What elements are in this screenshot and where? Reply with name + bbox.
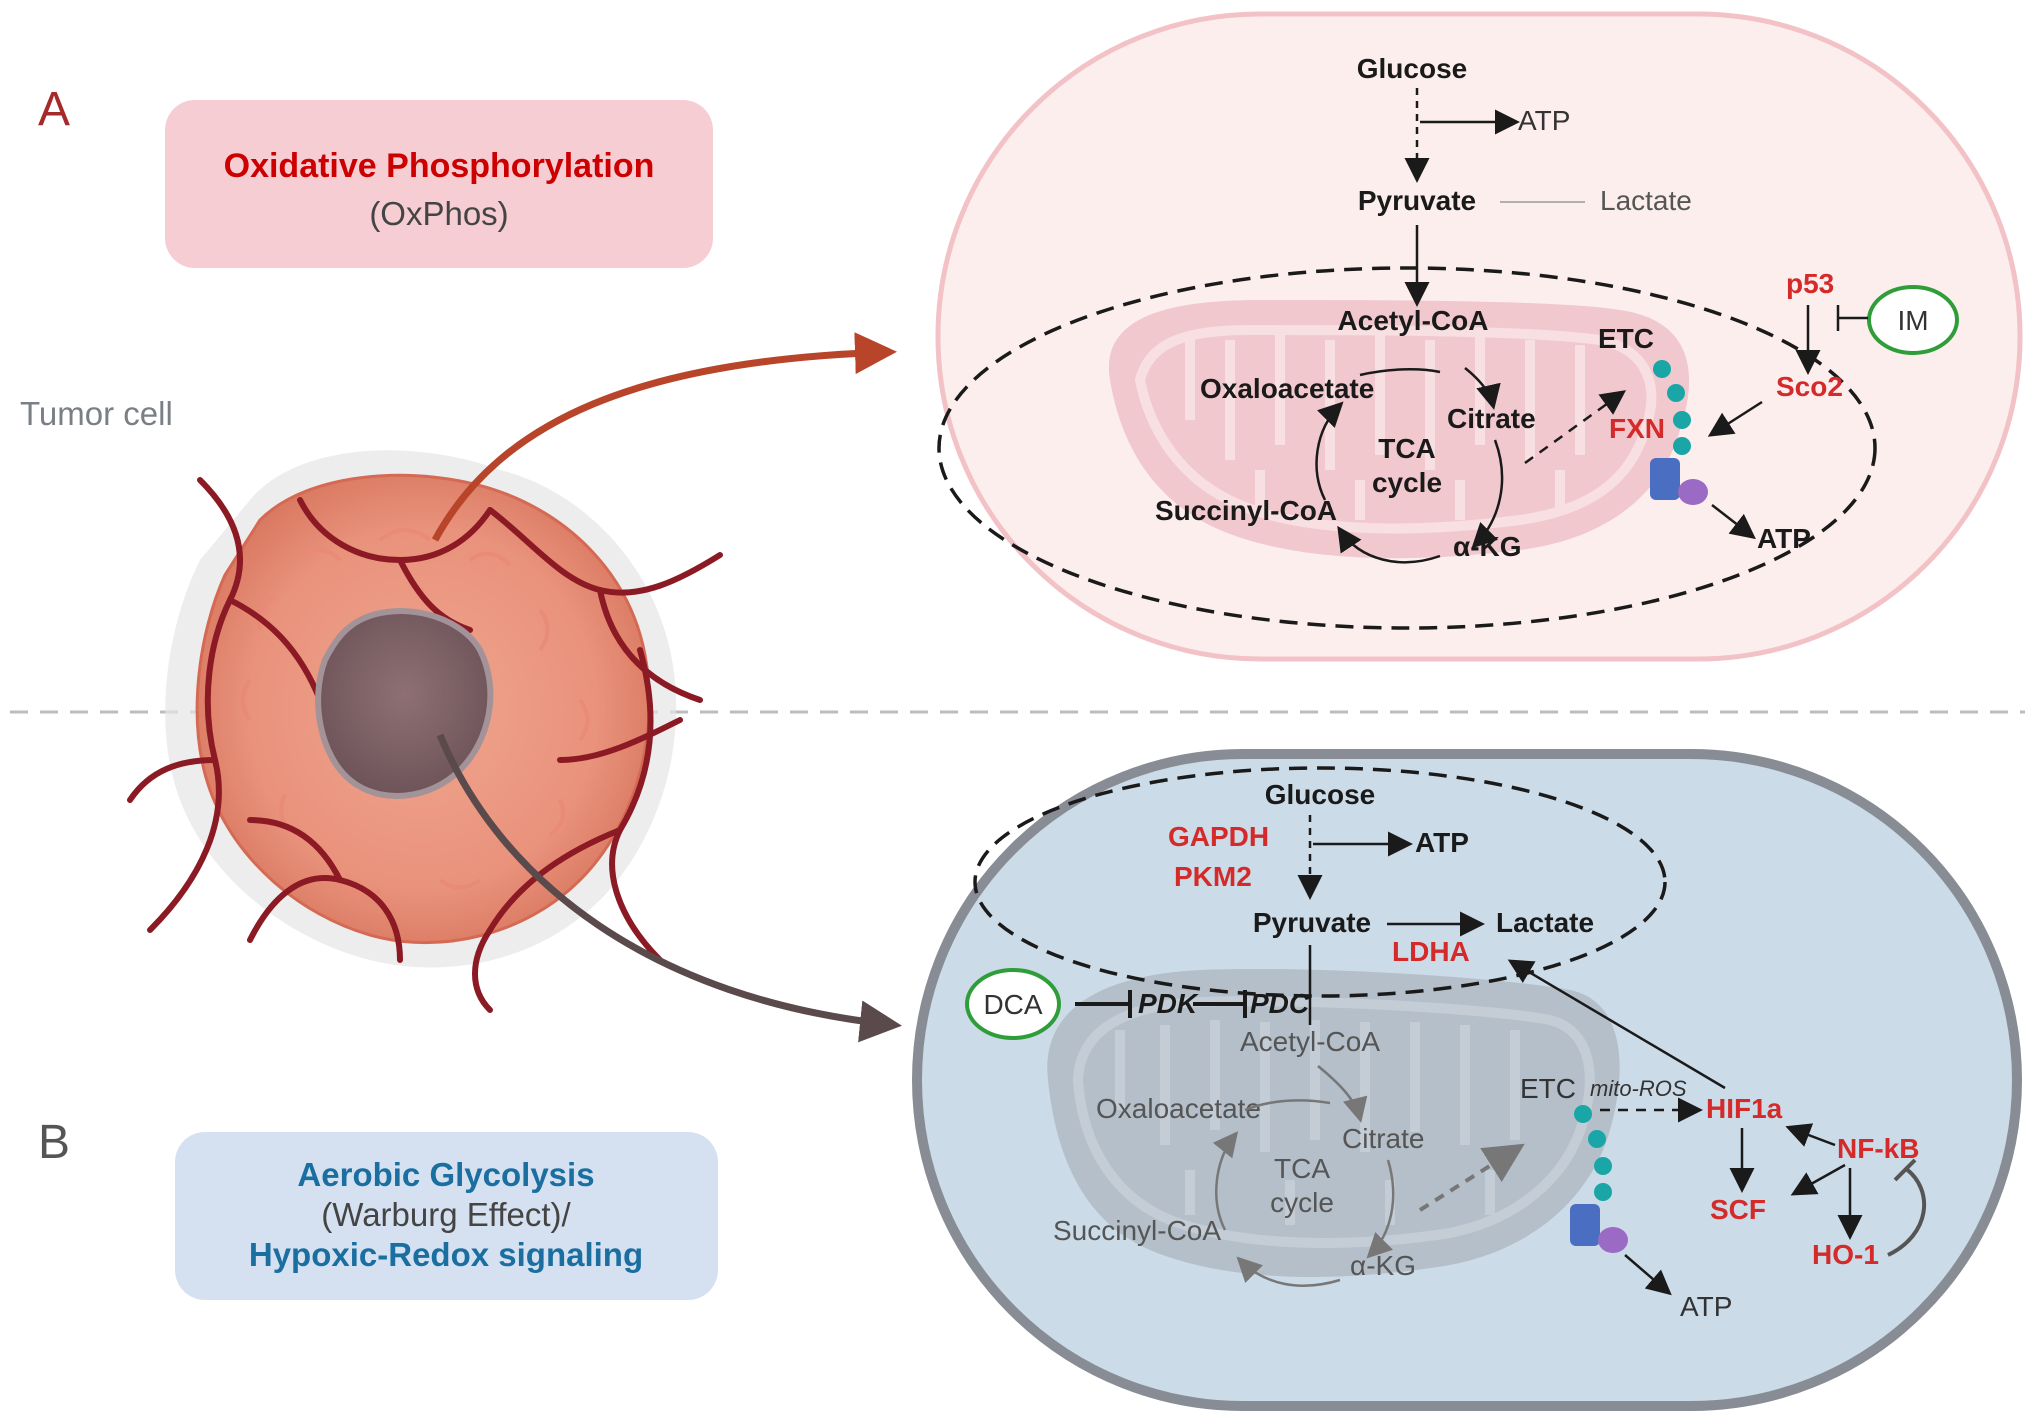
a-tca-2: cycle: [1372, 467, 1442, 498]
a-pyruvate: Pyruvate: [1358, 185, 1476, 216]
panel-a-letter: A: [38, 83, 70, 136]
b-tca-2: cycle: [1270, 1187, 1334, 1218]
tumor-illustration: [127, 450, 723, 1013]
arrow-to-panel-b: [436, 733, 902, 1043]
b-ldha: LDHA: [1392, 936, 1470, 967]
b-atp-top: ATP: [1415, 827, 1469, 858]
a-im-circle: [1867, 285, 1959, 355]
b-hif1a: HIF1a: [1706, 1093, 1783, 1124]
b-akg: α-KG: [1350, 1250, 1416, 1281]
a-acetyl-coa: Acetyl-CoA: [1338, 305, 1489, 336]
b-succinyl-coa: Succinyl-CoA: [1053, 1215, 1221, 1246]
a-atp-bottom: ATP: [1757, 523, 1811, 554]
a-glucose: Glucose: [1357, 53, 1467, 84]
b-citrate: Citrate: [1342, 1123, 1424, 1154]
a-sco2: Sco2: [1776, 371, 1843, 402]
panel-a-title: Oxidative Phosphorylation: [224, 147, 655, 185]
b-dca-circle: [965, 968, 1061, 1040]
b-lactate: Lactate: [1496, 907, 1594, 938]
mitochondrion-a: [1108, 300, 1690, 559]
b-gapdh: GAPDH: [1168, 821, 1269, 852]
mitochondrion-b: [1047, 969, 1620, 1277]
b-glucose: Glucose: [1265, 779, 1375, 810]
b-etc-complex: [1570, 1105, 1628, 1253]
a-akg: α-KG: [1453, 531, 1522, 562]
b-pkm2: PKM2: [1174, 861, 1252, 892]
a-atp-top: ATP: [1518, 105, 1570, 136]
b-scf: SCF: [1710, 1194, 1766, 1225]
panel-a-dashed-region: [937, 266, 1877, 630]
a-p53: p53: [1786, 268, 1834, 299]
tumor-cell-label: Tumor cell: [20, 395, 173, 432]
b-dca: DCA: [983, 989, 1042, 1020]
panel-a-title-box: [165, 100, 713, 268]
a-succinyl-coa: Succinyl-CoA: [1155, 495, 1337, 526]
arrow-to-panel-a: [431, 332, 897, 542]
b-nfkb: NF-kB: [1837, 1133, 1919, 1164]
panel-a-subtitle: (OxPhos): [369, 195, 508, 232]
panel-b-dashed-region: [973, 766, 1667, 998]
b-mito-ros: mito-ROS: [1590, 1076, 1687, 1101]
panel-b-title-line3: Hypoxic-Redox signaling: [249, 1236, 643, 1273]
b-pyruvate: Pyruvate: [1253, 907, 1371, 938]
a-citrate: Citrate: [1447, 403, 1536, 434]
panel-b-title-line1: Aerobic Glycolysis: [297, 1156, 594, 1193]
b-pdk: PDK: [1138, 988, 1199, 1019]
panel-b-title-box: [175, 1132, 718, 1300]
b-pdc: PDC: [1250, 988, 1310, 1019]
b-atp-bottom: ATP: [1680, 1291, 1732, 1322]
panel-b-title-line2: (Warburg Effect)/: [321, 1196, 571, 1233]
a-etc-complex: [1650, 360, 1708, 505]
b-oxaloacetate: Oxaloacetate: [1096, 1093, 1261, 1124]
a-im: IM: [1897, 305, 1928, 336]
b-tca-1: TCA: [1274, 1153, 1330, 1184]
b-ho1: HO-1: [1812, 1239, 1879, 1270]
b-acetyl-coa: Acetyl-CoA: [1240, 1026, 1380, 1057]
a-fxn: FXN: [1609, 413, 1665, 444]
a-etc: ETC: [1598, 323, 1654, 354]
a-lactate: Lactate: [1600, 185, 1692, 216]
a-oxaloacetate: Oxaloacetate: [1200, 373, 1374, 404]
b-etc: ETC: [1520, 1073, 1576, 1104]
panel-b-letter: B: [38, 1116, 70, 1169]
a-tca-1: TCA: [1378, 433, 1436, 464]
